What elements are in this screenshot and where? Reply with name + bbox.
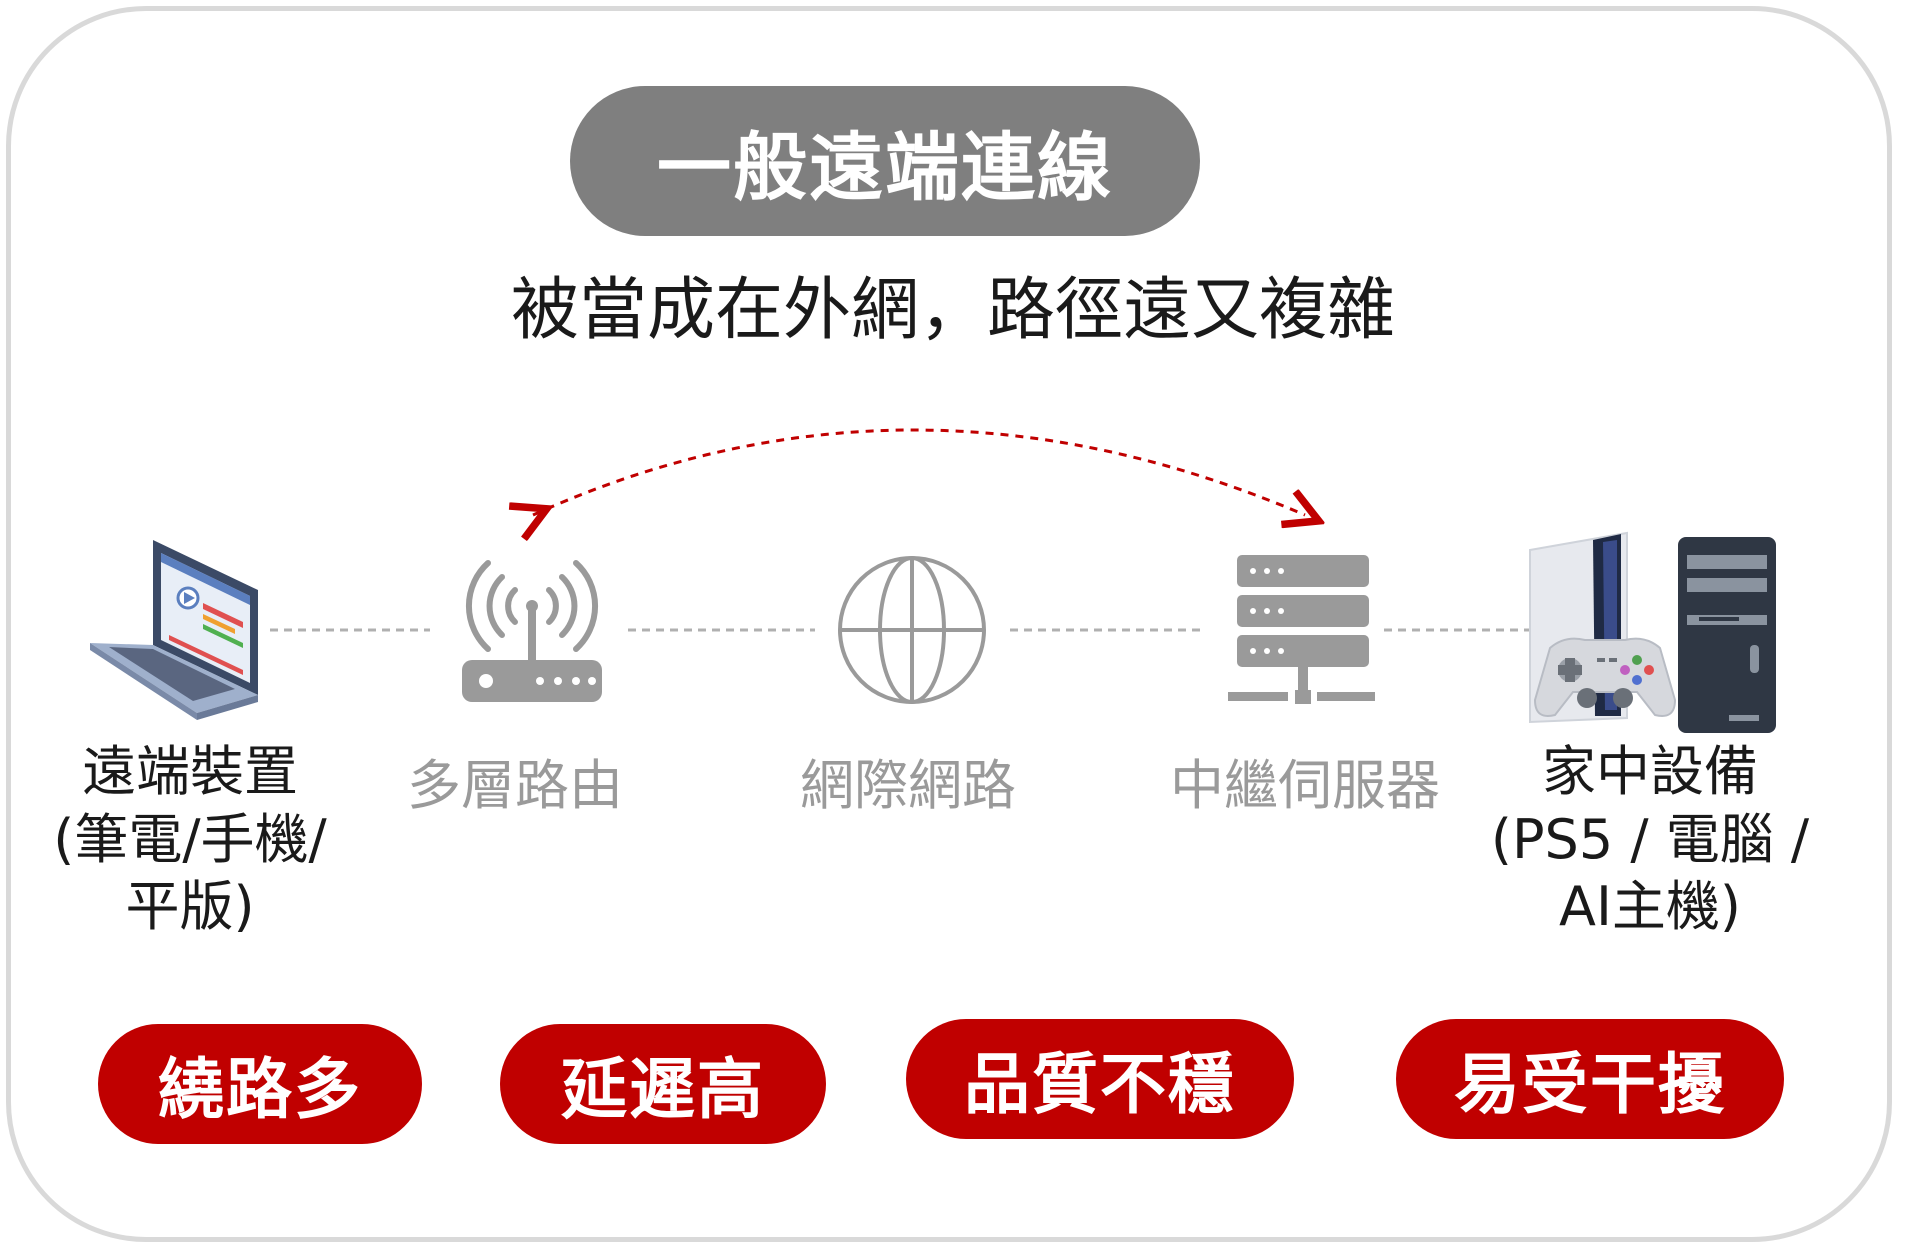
diagram-title: 一般遠端連線: [657, 124, 1113, 211]
node-label-line: 遠端裝置: [82, 740, 298, 803]
router-icon: [462, 560, 602, 702]
issue-pill-unstable: 品質不穩: [906, 1019, 1294, 1139]
node-label-line: 家中設備: [1542, 740, 1758, 803]
return-arrow: [533, 428, 1305, 515]
node-label-relay-server: 中繼伺服器: [1170, 754, 1440, 817]
node-label-line: 平版): [125, 875, 255, 938]
issue-pill-latency: 延遲高: [500, 1024, 826, 1144]
node-label-router: 多層路由: [407, 754, 623, 817]
issue-pill-detour: 繞路多: [98, 1024, 422, 1144]
node-label-home-device: 家中設備 (PS5 / 電腦 / AI主機): [1480, 738, 1820, 941]
node-label-line: (PS5 / 電腦 /: [1490, 807, 1810, 871]
home-devices-icon: [1529, 531, 1776, 733]
node-label-line: AI主機): [1559, 875, 1741, 938]
laptop-icon: [90, 540, 258, 720]
title-pill: 一般遠端連線: [570, 86, 1200, 236]
subtitle: 被當成在外網，路徑遠又複雜: [510, 271, 1395, 350]
server-icon: [1228, 555, 1375, 704]
node-label-line: (筆電/手機/: [53, 807, 327, 871]
node-label-remote-device: 遠端裝置 (筆電/手機/ 平版): [20, 738, 360, 941]
globe-icon: [838, 556, 986, 704]
node-label-internet: 網際網路: [800, 754, 1016, 817]
issue-pill-interference: 易受干擾: [1396, 1019, 1784, 1139]
